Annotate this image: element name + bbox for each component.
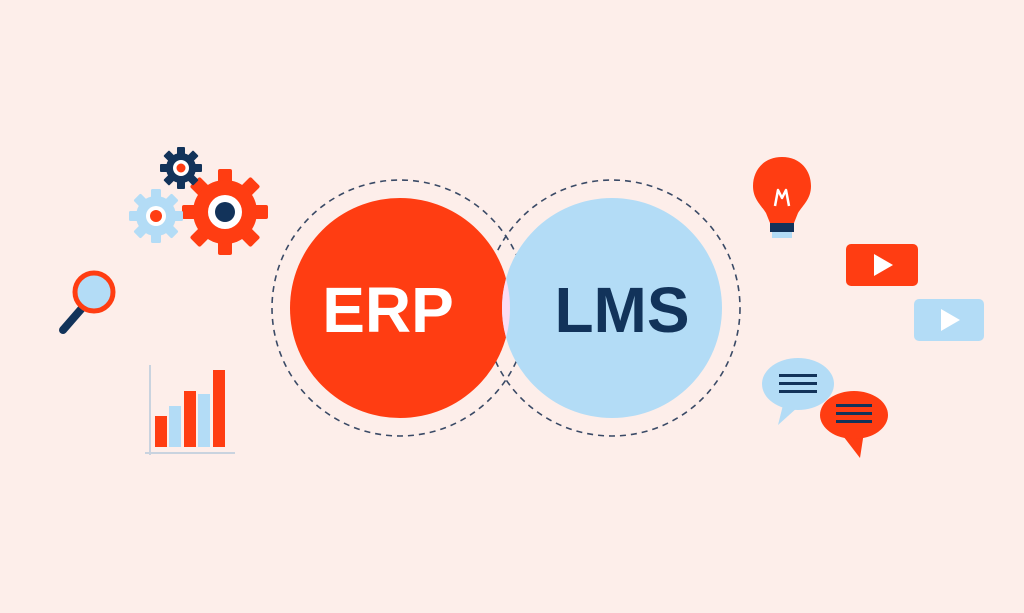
chat-bubble-blue-icon — [762, 358, 834, 425]
erp-label: ERP — [322, 274, 454, 346]
chat-bubble-red-icon — [820, 391, 888, 458]
lms-label: LMS — [554, 274, 689, 346]
bar-chart-icon — [145, 365, 235, 455]
venn-diagram: ERP LMS — [271, 179, 741, 437]
magnifier-icon — [59, 270, 116, 334]
gear-small-blue-icon — [129, 189, 183, 243]
play-icon-blue — [914, 299, 984, 341]
erp-circle — [290, 198, 510, 418]
gears-icon — [129, 147, 268, 255]
lightbulb-icon — [753, 157, 811, 238]
play-icon-red — [846, 244, 918, 286]
lms-circle — [502, 198, 722, 418]
gear-tiny-navy-icon — [160, 147, 202, 189]
